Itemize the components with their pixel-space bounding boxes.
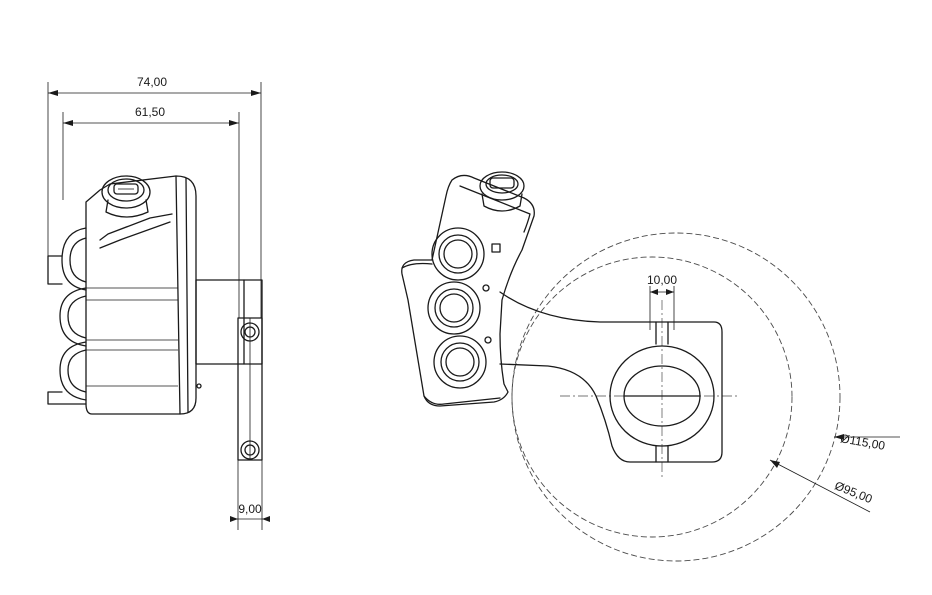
overall-width-label: 74,00 bbox=[137, 75, 167, 89]
inner-diameter-label: Ø95,00 bbox=[833, 478, 875, 506]
dimension-slot-width: 10,00 bbox=[647, 273, 677, 330]
front-buttons bbox=[427, 227, 501, 389]
clamp-front bbox=[499, 291, 723, 463]
body-width-label: 61,50 bbox=[135, 105, 165, 119]
dimension-inner-diameter: Ø95,00 bbox=[769, 459, 875, 513]
side-buttons bbox=[47, 227, 87, 405]
clamp-thickness-label: 9,00 bbox=[238, 502, 262, 516]
outer-diameter-label: Ø115,00 bbox=[839, 431, 886, 453]
front-view: 10,00 bbox=[401, 171, 900, 562]
slot-width-label: 10,00 bbox=[647, 273, 677, 287]
button-bottom bbox=[433, 335, 487, 389]
cable-gland-side bbox=[101, 175, 151, 218]
dimension-outer-diameter: Ø115,00 bbox=[834, 431, 900, 453]
dimension-overall-width: 74,00 bbox=[47, 75, 262, 318]
outer-reference-circle bbox=[511, 232, 841, 562]
dimension-clamp-thickness: 9,00 bbox=[230, 460, 270, 530]
side-view: 74,00 61,50 bbox=[47, 75, 270, 530]
housing-front bbox=[401, 174, 535, 407]
dimension-body-width: 61,50 bbox=[62, 105, 240, 318]
button-middle bbox=[427, 281, 481, 335]
clamp-arm-side bbox=[195, 279, 263, 461]
housing-side bbox=[85, 175, 197, 415]
inner-reference-circle bbox=[511, 256, 793, 538]
button-top bbox=[431, 227, 485, 281]
cable-gland-front bbox=[479, 171, 525, 212]
